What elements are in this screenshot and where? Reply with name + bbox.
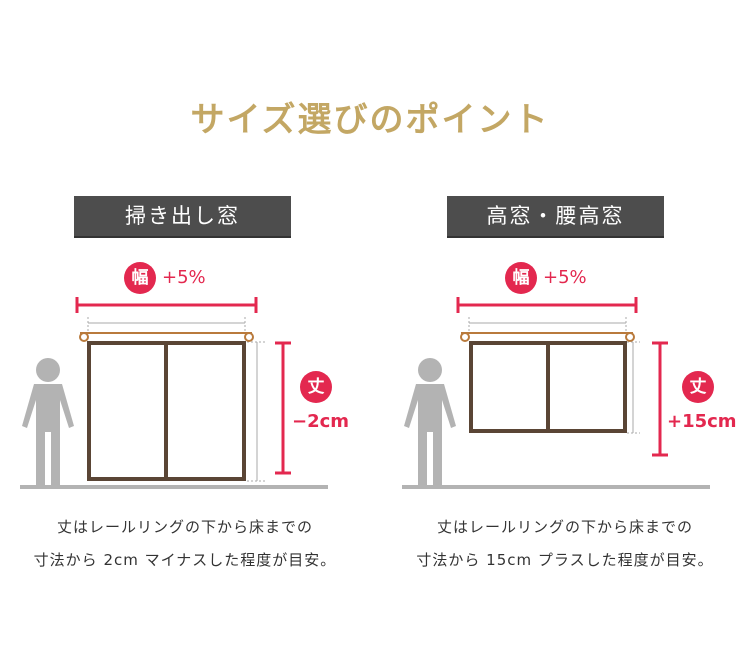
height-value: +15cm bbox=[667, 411, 737, 432]
height-badge: 丈 bbox=[682, 371, 714, 403]
person-icon bbox=[22, 358, 74, 485]
curtain-rail bbox=[79, 332, 254, 342]
height-dimension bbox=[275, 341, 291, 475]
note-line-2: 寸法から 15cm プラスした程度が目安。 bbox=[416, 551, 714, 569]
width-badge: 幅 bbox=[505, 262, 537, 294]
width-dimension bbox=[75, 297, 258, 313]
left-diagram bbox=[20, 297, 328, 489]
floor bbox=[402, 485, 710, 489]
note-line-1: 丈はレールリングの下から床までの bbox=[56, 518, 313, 536]
floor bbox=[20, 485, 328, 489]
right-diagram bbox=[402, 297, 710, 489]
high-window bbox=[469, 341, 627, 433]
height-value: −2cm bbox=[292, 411, 350, 432]
sliding-window bbox=[87, 341, 246, 481]
window-type-label: 高窓・腰高窓 bbox=[447, 196, 664, 238]
person-icon bbox=[404, 358, 456, 485]
note-line-2: 寸法から 2cm マイナスした程度が目安。 bbox=[33, 551, 337, 569]
width-badge: 幅 bbox=[124, 262, 156, 294]
curtain-rail bbox=[460, 332, 635, 342]
height-dimension bbox=[652, 341, 668, 457]
height-badge: 丈 bbox=[300, 371, 332, 403]
window-type-label: 掃き出し窓 bbox=[74, 196, 291, 238]
width-value: +5% bbox=[543, 267, 587, 288]
width-value: +5% bbox=[162, 267, 206, 288]
note-line-1: 丈はレールリングの下から床までの bbox=[436, 518, 693, 536]
page-title: サイズ選びのポイント bbox=[190, 100, 550, 140]
width-dimension bbox=[456, 297, 638, 313]
